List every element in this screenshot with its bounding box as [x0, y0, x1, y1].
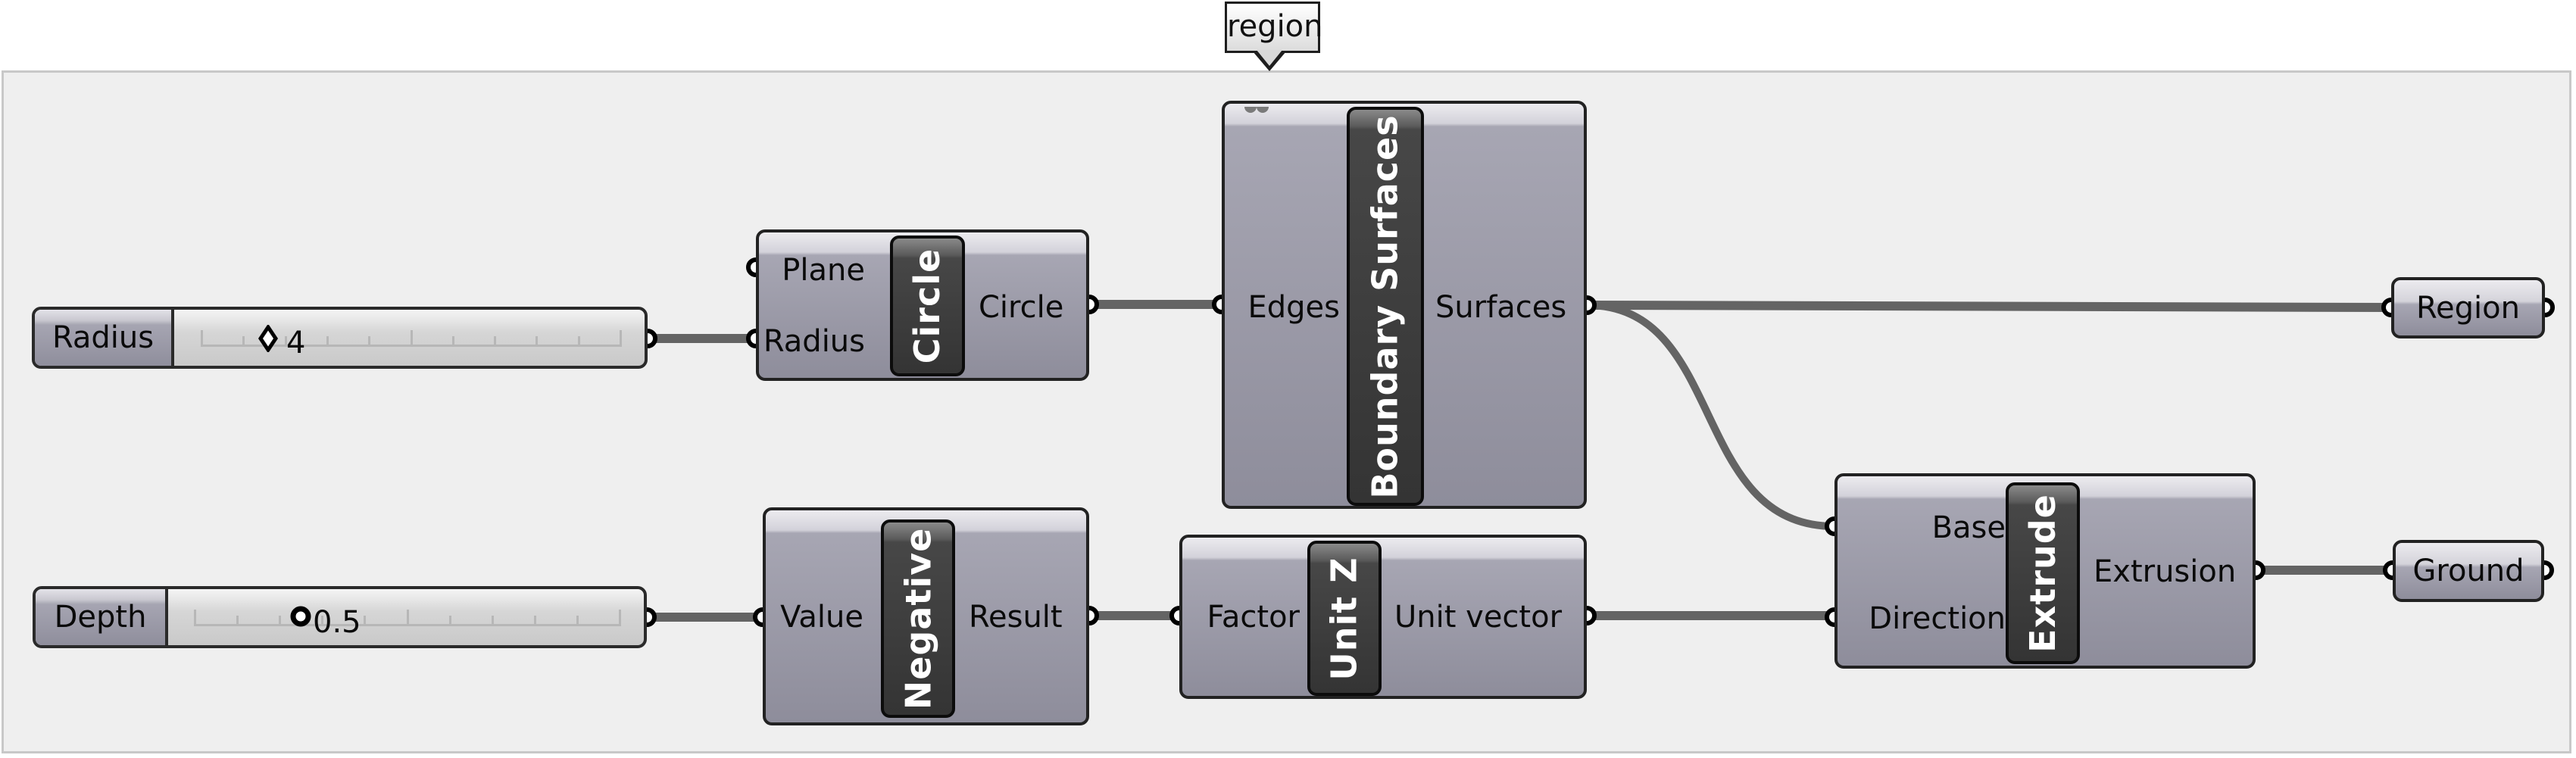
circle-input-radius-port[interactable] [746, 329, 756, 348]
extrude-input-direction-label: Direction [1869, 601, 2006, 636]
boundary-output-surfaces-port[interactable] [1587, 295, 1597, 315]
slider-tick [194, 610, 196, 626]
radius-slider-value: 4 [286, 326, 306, 360]
ground-parameter[interactable]: Ground [2393, 540, 2544, 602]
circle-input-plane-port[interactable] [746, 257, 756, 277]
circle-input-radius-label: Radius [763, 324, 865, 359]
slider-tick [410, 330, 413, 347]
slider-tick [368, 336, 371, 347]
slider-tick [201, 330, 203, 347]
boundary-surfaces-component[interactable]: Edges Boundary Surfaces Surfaces [1222, 101, 1587, 509]
slider-tick [576, 616, 579, 626]
slider-tick [494, 336, 497, 347]
depth-slider-value: 0.5 [313, 605, 361, 640]
slider-tick [326, 336, 329, 347]
radius-slider-label: Radius [35, 310, 174, 366]
negative-component[interactable]: Value Negative Result [763, 507, 1089, 725]
group-label-pointer-fill [1257, 50, 1282, 66]
boundary-surfaces-nickname: Boundary Surfaces [1347, 107, 1424, 506]
slider-tick [279, 616, 282, 626]
slider-tick [321, 616, 324, 626]
slider-tick [236, 616, 239, 626]
depth-slider-output-port[interactable] [647, 607, 657, 627]
depth-slider-label: Depth [36, 589, 168, 645]
group-label-balloon: region [1225, 2, 1323, 53]
unit-z-component[interactable]: Factor Unit Z Unit vector [1179, 535, 1587, 699]
unitz-input-factor-port[interactable] [1169, 606, 1179, 625]
boundary-input-edges-label: Edges [1247, 290, 1340, 325]
circle-output-port[interactable] [1089, 295, 1099, 314]
ground-input-port[interactable] [2383, 560, 2393, 580]
unitz-output-unitvector-label: Unit vector [1394, 600, 1563, 635]
negative-output-result-port[interactable] [1089, 606, 1099, 625]
radius-slider-grip-diamond-icon[interactable] [258, 325, 279, 352]
slider-tick [406, 610, 409, 626]
boundary-input-edges-port[interactable] [1212, 295, 1222, 314]
extrude-output-extrusion-label: Extrusion [2094, 554, 2237, 589]
slider-tick [451, 336, 454, 347]
unitz-input-factor-label: Factor [1207, 600, 1300, 635]
region-output-port[interactable] [2545, 298, 2555, 317]
negative-nickname: Negative [881, 519, 955, 718]
negative-input-value-label: Value [780, 600, 863, 635]
extrude-input-base-port[interactable] [1825, 516, 1834, 536]
region-parameter[interactable]: Region [2391, 277, 2545, 338]
radius-slider-output-port[interactable] [648, 329, 657, 348]
region-parameter-label: Region [2416, 290, 2520, 326]
extrude-nickname: Extrude [2006, 482, 2080, 664]
wire-surfaces-to-base[interactable] [1586, 301, 1835, 530]
extrude-component[interactable]: Base Direction Extrude Extrusion [1834, 473, 2256, 669]
circle-output-circle-label: Circle [979, 290, 1064, 325]
ground-output-port[interactable] [2544, 560, 2554, 580]
negative-input-value-port[interactable] [753, 607, 763, 627]
boundary-output-surfaces-label: Surfaces [1435, 290, 1567, 325]
circle-input-plane-label: Plane [782, 253, 865, 288]
region-input-port[interactable] [2381, 298, 2391, 317]
slider-tick [535, 336, 539, 347]
circle-component[interactable]: Plane Radius Circle Circle [756, 229, 1089, 381]
slider-tick [364, 616, 367, 626]
slider-tick [448, 616, 451, 626]
slider-tick [242, 336, 245, 347]
slider-tick [533, 616, 536, 626]
slider-tick [491, 616, 494, 626]
circle-nickname: Circle [890, 236, 965, 376]
extrude-input-direction-port[interactable] [1825, 607, 1834, 627]
depth-slider-grip-circle-icon[interactable] [289, 604, 313, 629]
extrude-output-extrusion-port[interactable] [2256, 560, 2265, 580]
unitz-output-unitvector-port[interactable] [1587, 606, 1597, 625]
unit-z-nickname: Unit Z [1307, 541, 1382, 696]
extrude-input-base-label: Base [1931, 510, 2006, 545]
slider-tick [620, 330, 622, 347]
slider-tick [619, 610, 621, 626]
radius-slider[interactable]: Radius 4 [32, 307, 648, 369]
negative-output-result-label: Result [969, 600, 1063, 635]
slider-tick [284, 336, 287, 347]
wire-surfaces-to-region[interactable] [1586, 301, 2392, 312]
depth-slider[interactable]: Depth 0.5 [33, 586, 647, 648]
slider-tick [577, 336, 580, 347]
ground-parameter-label: Ground [2412, 554, 2524, 588]
